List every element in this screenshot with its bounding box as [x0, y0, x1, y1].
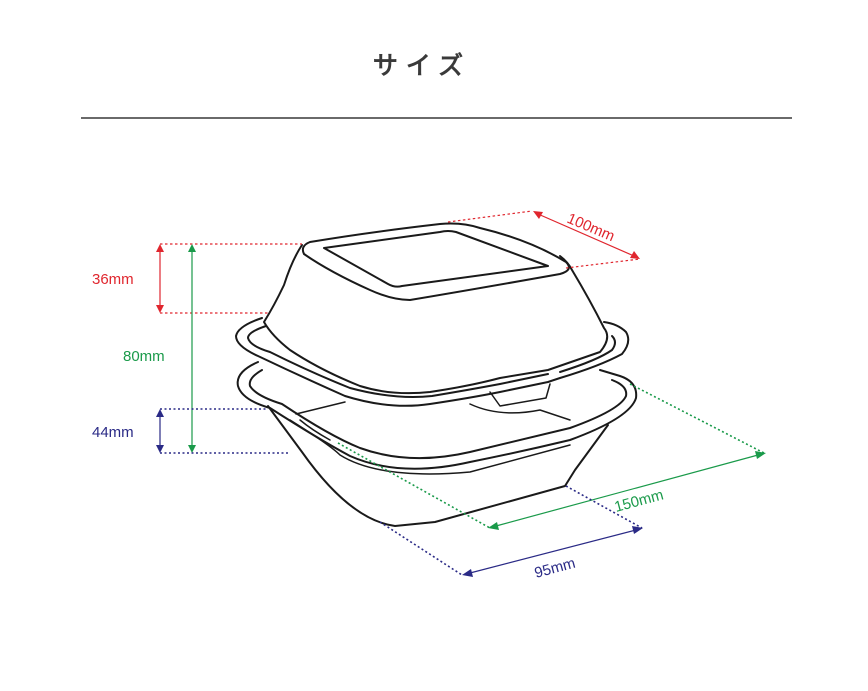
- title-divider: [81, 117, 792, 119]
- base-height-label: 44mm: [92, 424, 134, 441]
- lid-width-arrowhead-right: [630, 251, 640, 259]
- page-title: サイズ: [372, 51, 472, 80]
- lid-latch-front: [469, 403, 571, 421]
- lid-width-label: 100mm: [564, 210, 617, 245]
- base-width-ext-right: [565, 485, 643, 529]
- lid-width-dimension: [447, 210, 641, 269]
- length-dimension: [337, 383, 766, 530]
- base-width-arrow: [469, 529, 637, 574]
- lid-height-label: 36mm: [92, 271, 134, 288]
- length-label: 150mm: [613, 486, 666, 515]
- lid-flange-outer: [235, 317, 630, 407]
- length-ext-front: [337, 442, 491, 529]
- base-rim-outer: [236, 361, 638, 470]
- base-floor-line: [295, 401, 346, 415]
- total-height-label: 80mm: [123, 348, 165, 365]
- length-arrowhead-front: [488, 522, 499, 530]
- container-outline: [235, 222, 638, 527]
- lid-width-ext-right: [565, 258, 641, 269]
- base-height-arrowhead-top: [156, 409, 164, 417]
- base-body: [267, 405, 609, 527]
- base-rim-inner: [248, 369, 628, 460]
- lid-height-arrowhead-bottom: [156, 305, 164, 313]
- lid-latch: [489, 383, 551, 407]
- lid-width-arrow: [537, 213, 635, 257]
- lid-width-ext-left: [447, 210, 533, 223]
- lid-flange-inner: [247, 325, 549, 398]
- total-height-arrowhead-bottom: [188, 445, 196, 453]
- lid-top-outer: [301, 222, 570, 301]
- lid-top-panel: [323, 230, 549, 288]
- base-width-ext-left: [379, 521, 463, 576]
- lid-height-dimension: [156, 243, 302, 314]
- length-ext-back: [629, 383, 765, 454]
- total-height-dimension: [188, 244, 196, 453]
- lid-height-arrowhead-top: [156, 244, 164, 252]
- base-width-dimension: [379, 485, 643, 577]
- base-hinge-left: [299, 419, 331, 441]
- base-height-dimension: [156, 408, 290, 454]
- base-width-arrowhead-left: [462, 569, 473, 577]
- total-height-arrowhead-top: [188, 244, 196, 252]
- lid-dome: [263, 244, 609, 395]
- base-width-arrowhead-right: [632, 526, 643, 534]
- lid-flange-inner-right: [559, 335, 616, 373]
- base-height-arrowhead-bottom: [156, 445, 164, 453]
- length-arrowhead-back: [755, 451, 766, 459]
- base-width-label: 95mm: [533, 555, 578, 582]
- length-arrow: [495, 454, 759, 527]
- lid-width-arrowhead-left: [533, 211, 543, 219]
